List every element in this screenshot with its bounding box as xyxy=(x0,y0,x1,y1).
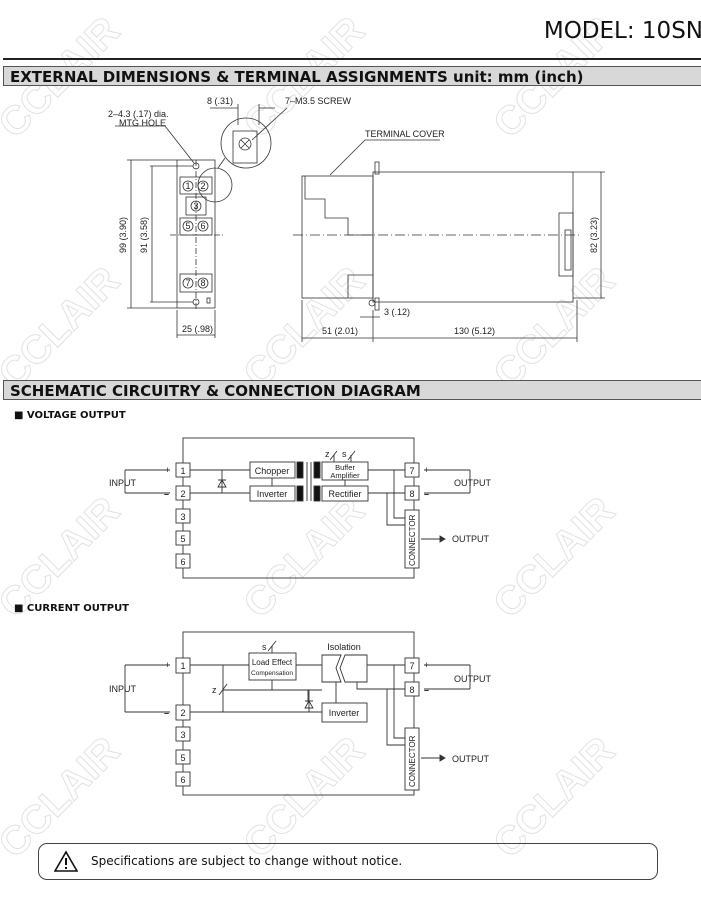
section-header-dimensions: EXTERNAL DIMENSIONS & TERMINAL ASSIGNMEN… xyxy=(3,66,701,86)
connector-block: CONNECTOR xyxy=(408,514,417,566)
terminal-8: 8 xyxy=(409,685,414,695)
terminal-label: 6 xyxy=(200,221,205,231)
input-label: INPUT xyxy=(109,684,137,694)
notice-text: Specifications are subject to change wit… xyxy=(91,854,403,868)
mtg-hole-label: 2–4.3 (.17) dia. xyxy=(108,109,169,119)
terminal-label: 1 xyxy=(185,181,190,191)
current-output-heading: ■ CURRENT OUTPUT xyxy=(14,603,130,614)
depth-body-dim: 130 (5.12) xyxy=(454,326,495,336)
plus-sign: + xyxy=(424,465,429,475)
isolation-label: Isolation xyxy=(327,642,361,652)
load-effect-block: Load Effect xyxy=(252,658,293,667)
terminal-label: 3 xyxy=(193,201,198,211)
voltage-output-heading: ■ VOLTAGE OUTPUT xyxy=(14,410,126,421)
input-label: INPUT xyxy=(109,478,137,488)
span-adjust-label: s xyxy=(262,642,267,652)
zero-adjust-label: z xyxy=(212,685,217,695)
terminal-label: 2 xyxy=(200,181,205,191)
warning-icon xyxy=(54,850,78,872)
terminal-6: 6 xyxy=(180,557,185,567)
minus-sign: – xyxy=(164,489,169,499)
plus-sign: + xyxy=(424,660,429,670)
terminal-2: 2 xyxy=(180,708,185,718)
screw-label: 7–M3.5 SCREW xyxy=(285,96,352,106)
connector-block: CONNECTOR xyxy=(408,735,417,787)
width-dim: 25 (.98) xyxy=(182,324,213,334)
depth-front-dim: 51 (2.01) xyxy=(322,326,358,336)
model-title: MODEL: 10SN xyxy=(543,18,701,44)
height-holes-dim: 91 (3.58) xyxy=(139,217,149,253)
buffer-amplifier-block: Buffer xyxy=(335,463,355,472)
inverter-block: Inverter xyxy=(329,708,360,718)
terminal-label: 8 xyxy=(200,278,205,288)
zero-adjust-label: z xyxy=(325,449,330,459)
terminal-8: 8 xyxy=(409,489,414,499)
terminal-7: 7 xyxy=(409,661,414,671)
output-label: OUTPUT xyxy=(454,478,492,488)
inverter-block: Inverter xyxy=(257,489,288,499)
terminal-7: 7 xyxy=(409,466,414,476)
minus-sign: – xyxy=(424,489,429,499)
terminal-6: 6 xyxy=(180,775,185,785)
terminal-label: 7 xyxy=(185,278,190,288)
terminal-1: 1 xyxy=(180,466,185,476)
height-total-dim: 99 (3.90) xyxy=(118,217,128,253)
terminal-5: 5 xyxy=(180,534,185,544)
minus-sign: – xyxy=(424,685,429,695)
minus-sign: – xyxy=(164,708,169,718)
terminal-label: 5 xyxy=(185,221,190,231)
notice-box: Specifications are subject to change wit… xyxy=(38,843,658,880)
flange-dim: 3 (.12) xyxy=(384,307,410,317)
terminal-3: 3 xyxy=(180,730,185,740)
section-header-schematic: SCHEMATIC CIRCUITRY & CONNECTION DIAGRAM xyxy=(3,380,701,400)
terminal-2: 2 xyxy=(180,489,185,499)
chopper-block: Chopper xyxy=(255,466,290,476)
load-effect-block: Compensation xyxy=(251,670,293,677)
terminal-3: 3 xyxy=(180,512,185,522)
terminal-1: 1 xyxy=(180,661,185,671)
span-adjust-label: s xyxy=(342,449,347,459)
buffer-amplifier-block: Amplifier xyxy=(330,471,360,480)
terminal-cover-label: TERMINAL COVER xyxy=(365,129,445,139)
screw-pitch-dim: 8 (.31) xyxy=(207,96,233,106)
rectifier-block: Rectifier xyxy=(328,489,361,499)
side-height-dim: 82 (3.23) xyxy=(589,217,599,253)
header-rule xyxy=(3,58,701,60)
connector-output-label: OUTPUT xyxy=(452,754,490,764)
terminal-5: 5 xyxy=(180,753,185,763)
mtg-hole-label: MTG HOLE xyxy=(119,118,166,128)
plus-sign: + xyxy=(165,660,170,670)
connector-output-label: OUTPUT xyxy=(452,534,490,544)
output-label: OUTPUT xyxy=(454,674,492,684)
plus-sign: + xyxy=(165,465,170,475)
